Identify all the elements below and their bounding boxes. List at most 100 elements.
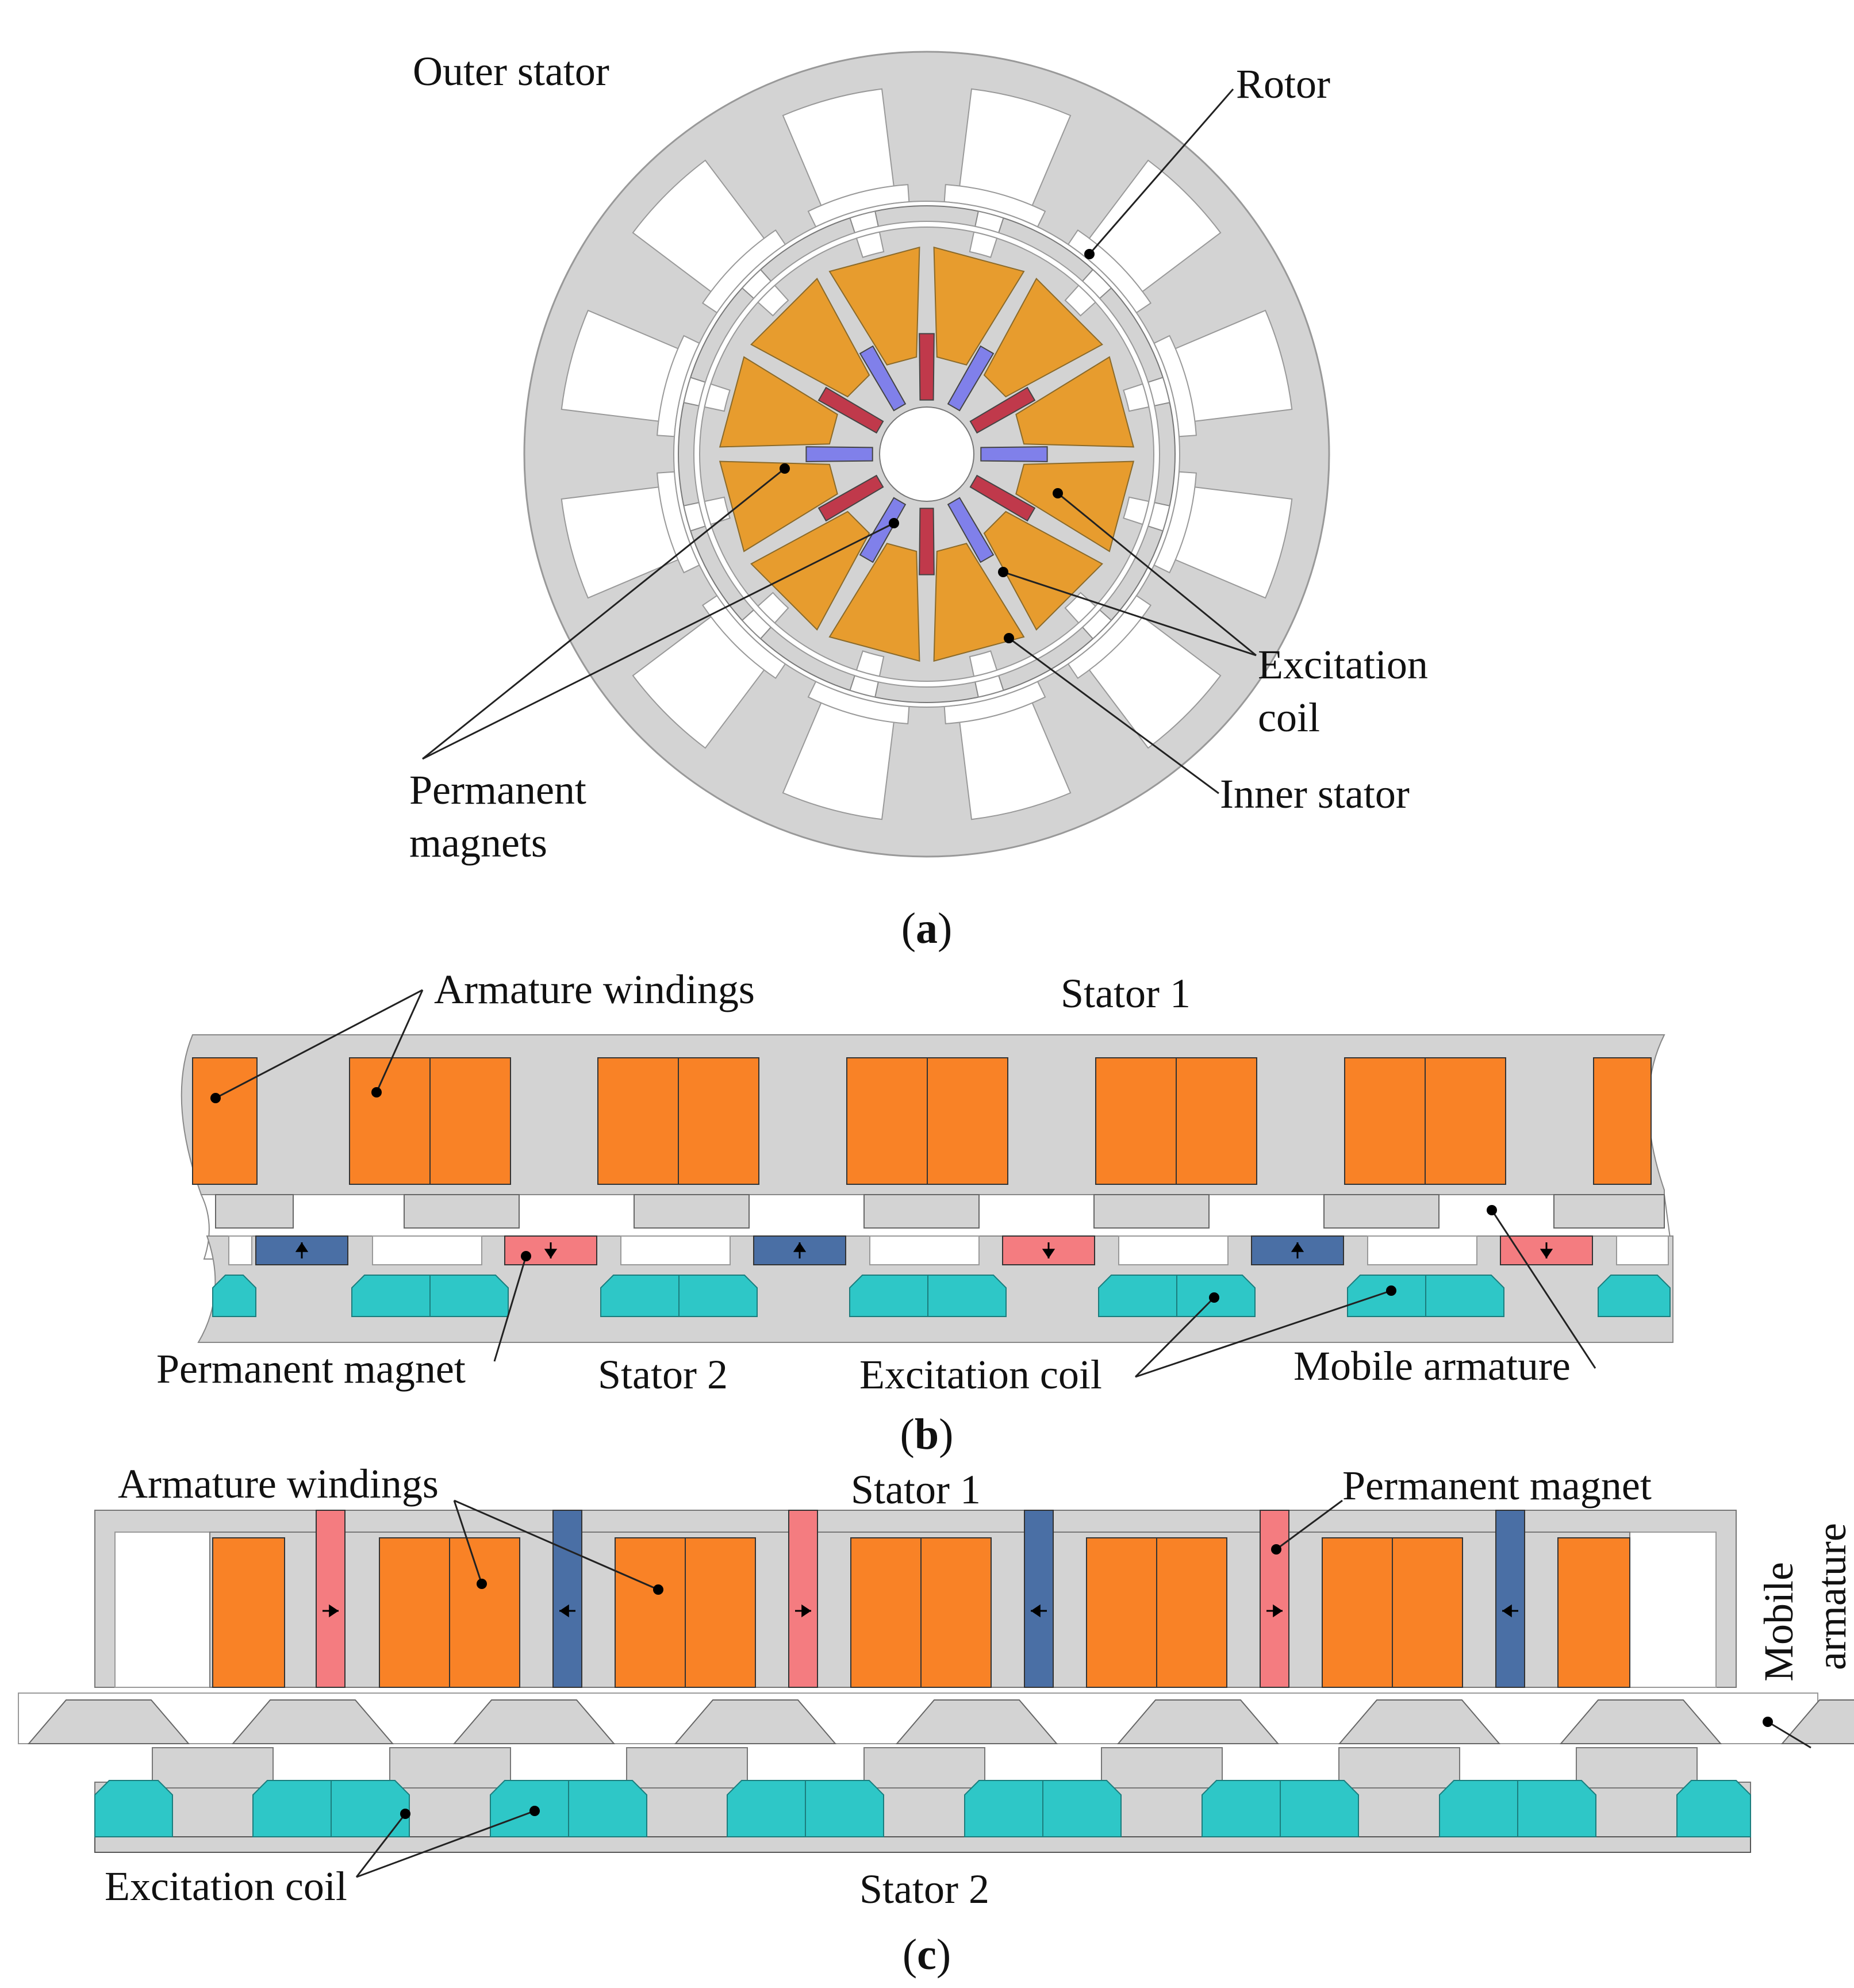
armature-segment [634,1194,750,1229]
armature-winding-half [920,1537,992,1688]
armature-segment [1093,1194,1210,1229]
armature-winding-half [449,1537,520,1688]
magnet-direction-arrow [1266,1604,1283,1618]
excitation-coil-label-line1: Excitation [1258,642,1428,688]
panel-a-geometry [523,51,1330,858]
armature-winding-half [685,1537,756,1688]
panel-a-caption: (a) [901,904,953,953]
armature-trapezoid [452,1699,616,1744]
permanent-magnet [1024,1510,1054,1688]
armature-trapezoid [27,1699,190,1744]
magnet-direction-arrow-head [559,1604,569,1618]
stator-2-bottom-edge [94,1836,1751,1853]
armature-trapezoid [1116,1699,1280,1744]
armature-winding-half [1322,1537,1393,1688]
armature-winding-half [1086,1537,1157,1688]
b-excitation-coil-label: Excitation coil [859,1352,1102,1398]
stator-2-tooth [1338,1747,1460,1789]
stator-2-slot-opening [1118,1235,1229,1265]
inner-stator-slot-opening [969,650,998,677]
stator-2-tooth [1101,1747,1223,1789]
excitation-coil-label-line2: coil [1258,694,1320,740]
armature-trapezoid [1338,1699,1501,1744]
mobile-armature-trapezoids [27,1699,1854,1744]
excitation-coil-partial [1598,1275,1671,1317]
excitation-coil [719,460,838,552]
inner-stator-label: Inner stator [1220,771,1410,817]
permanent-magnet [316,1510,346,1688]
permanent-magnet [817,474,884,522]
armature-winding-partial [1557,1537,1630,1688]
excitation-coil [750,511,870,631]
armature-winding-partial [212,1537,285,1688]
stator-2-slot-opening [1616,1235,1669,1265]
armature-segment [404,1194,520,1229]
armature-segment [215,1194,294,1229]
permanent-magnet [919,508,935,575]
armature-winding-half [1392,1537,1463,1688]
stator-2-structure [94,1747,1751,1853]
magnet-direction-arrow-head [1502,1604,1512,1618]
panel-b-caption: (b) [900,1410,954,1459]
excitation-coil [983,511,1103,631]
magnet-direction-arrow [1042,1242,1055,1258]
excitation-coil [828,543,920,662]
permanent-magnet [919,333,935,401]
stator-2-slot-opening [620,1235,731,1265]
armature-trapezoid [1559,1699,1722,1744]
permanent-magnet [947,345,995,412]
magnet-direction-arrow-head [1273,1604,1283,1618]
stator-1-structure [94,1510,1737,1688]
stator-2-slots [228,1235,1669,1265]
permanent-magnets-label-line1: Permanent [409,767,586,813]
magnet-direction-arrow [1502,1604,1518,1618]
permanent-magnet [969,386,1036,434]
armature-segment [1553,1194,1665,1229]
permanent-magnet [969,474,1036,522]
stator-2-slot-opening [1367,1235,1477,1265]
armature-winding-half [349,1057,431,1185]
inner-stator-slot-opening [757,592,789,624]
magnet-direction-arrow [295,1242,309,1258]
excitation-coil [983,278,1103,398]
excitation-coil [750,278,870,398]
inner-stator-slot-opening [855,650,885,677]
armature-winding-half [846,1057,928,1185]
b-armature-windings-label: Armature windings [434,966,755,1012]
armature-winding-half [379,1537,450,1688]
stator-2-slot-opening [228,1235,252,1265]
panel-a-leader-lines [422,89,1257,795]
magnet-direction-arrow [1540,1242,1553,1258]
panel-c: Armature windings Stator 1 Permanent mag… [18,1461,1854,1979]
excitation-coil-partial [1676,1780,1751,1837]
excitation-coil-partial [94,1780,173,1837]
panel-b-excitation-coils [212,1275,1671,1317]
permanent-magnet [1495,1510,1525,1688]
armature-segment [863,1194,980,1229]
rotor-label: Rotor [1236,61,1330,107]
c-stator-2-label: Stator 2 [859,1866,989,1912]
inner-stator-slot-opening [855,231,885,258]
excitation-coil [1015,356,1135,448]
inner-stator-slot-opening [757,285,789,317]
stator-2-tooth [152,1747,274,1789]
magnet-direction-arrow [544,1242,558,1258]
inner-stator-slot-opening [704,383,731,412]
armature-winding-half [678,1057,759,1185]
armature-winding-half [615,1537,686,1688]
armature-trapezoid [674,1699,837,1744]
armature-winding-half [1095,1057,1177,1185]
magnet-direction-arrow-head [1031,1604,1041,1618]
armature-winding-half [429,1057,511,1185]
stator-2-tooth [389,1747,511,1789]
b-permanent-magnet-label: Permanent magnet [156,1346,466,1392]
stator-2-slot-opening [372,1235,482,1265]
magnet-direction-arrow [793,1242,807,1258]
permanent-magnet [859,497,907,563]
armature-trapezoid [231,1699,394,1744]
armature-trapezoid [1780,1699,1854,1744]
magnet-direction-arrow [1291,1242,1304,1258]
magnet-direction-arrow [559,1604,575,1618]
armature-winding-half [1425,1057,1506,1185]
armature-winding-half [1156,1537,1227,1688]
